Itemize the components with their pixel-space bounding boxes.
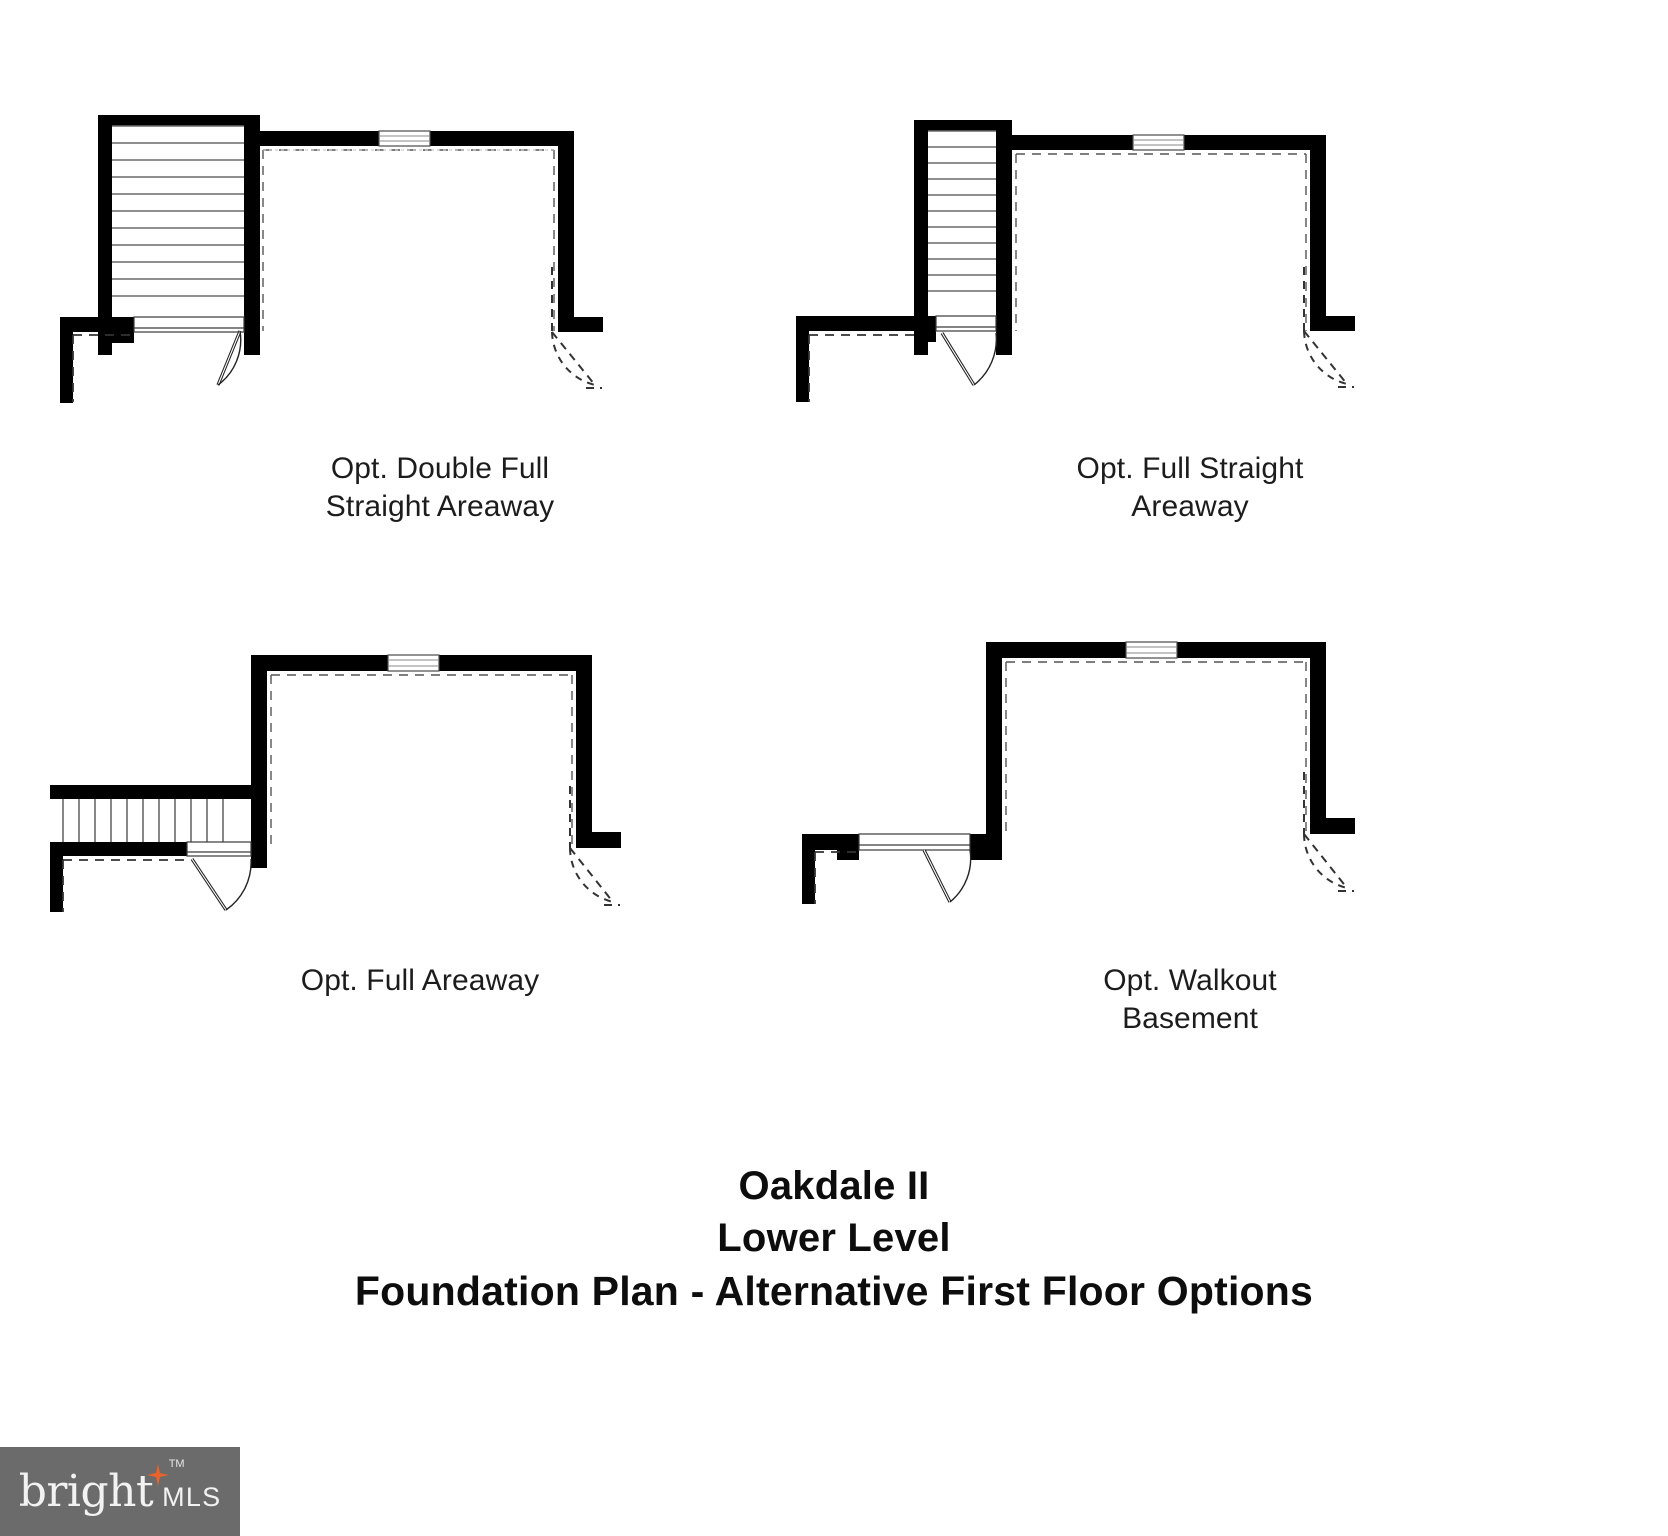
walls-2 — [796, 120, 1355, 402]
watermark-suffix: MLS — [162, 1481, 222, 1512]
plan-opt-double-full-straight-areaway: Opt. Double Full Straight Areaway — [40, 95, 840, 565]
interior-dashed-outline-2 — [1015, 153, 1307, 331]
plan-opt-walkout-basement: Opt. Walkout Basement — [790, 600, 1590, 1070]
interior-dashed-outline-1 — [262, 149, 555, 331]
areaway-dashed-2 — [808, 334, 914, 402]
dashed-door-swing-3 — [569, 786, 620, 906]
plan-opt-full-straight-areaway: Opt. Full Straight Areaway — [790, 95, 1590, 565]
exterior-door-4 — [858, 833, 972, 903]
walls-3 — [50, 655, 621, 912]
dashed-door-swing-1 — [551, 267, 602, 389]
plan-drawing-1 — [60, 115, 603, 403]
plan-caption-1: Opt. Double Full Straight Areaway — [40, 450, 840, 527]
stair-treads-1 — [112, 125, 244, 297]
watermark-inner: bright MLS TM — [18, 1458, 222, 1517]
plan-caption-2-line1: Opt. Full Straight — [1076, 452, 1304, 485]
plan-caption-1-line2: Straight Areaway — [325, 490, 555, 524]
bright-mls-watermark: bright MLS TM — [0, 1447, 240, 1536]
plan-caption-4-line1: Opt. Walkout — [1103, 964, 1277, 997]
window-3 — [387, 654, 440, 672]
plan-caption-4-line2: Basement — [1122, 1002, 1258, 1036]
dashed-door-swing-2 — [1303, 267, 1354, 388]
window-2 — [1132, 134, 1185, 151]
exterior-door-2 — [935, 315, 998, 386]
title-level: Lower Level — [717, 1216, 951, 1260]
plan-drawing-2 — [796, 120, 1355, 402]
exterior-door-1 — [133, 316, 245, 386]
watermark-trademark: TM — [168, 1457, 185, 1470]
stair-treads-3 — [62, 799, 224, 842]
window-4 — [1125, 641, 1178, 659]
plan-caption-2-line2: Areaway — [1131, 490, 1249, 524]
star-icon — [146, 1463, 169, 1486]
stair-treads-2 — [928, 130, 996, 292]
title-block: Oakdale II Lower Level Foundation Plan -… — [0, 1160, 1668, 1318]
plan-drawing-4 — [802, 641, 1355, 904]
window-1 — [378, 130, 431, 147]
plan-caption-4: Opt. Walkout Basement — [790, 962, 1590, 1039]
areaway-dashed-3 — [62, 859, 187, 912]
title-model-name: Oakdale II — [738, 1164, 930, 1208]
plan-opt-full-areaway: Opt. Full Areaway — [20, 610, 820, 1080]
interior-dashed-outline-3 — [270, 674, 573, 848]
interior-dashed-outline-4 — [1005, 661, 1307, 834]
plan-caption-1-line1: Opt. Double Full — [330, 452, 550, 485]
watermark-brand: bright — [18, 1465, 154, 1517]
plan-drawing-3 — [50, 654, 621, 912]
areaway-dashed-1 — [72, 334, 134, 402]
walls-1 — [60, 115, 603, 403]
exterior-door-3 — [186, 841, 252, 911]
plan-grid: Opt. Double Full Straight Areaway — [20, 95, 1590, 1080]
plan-caption-3: Opt. Full Areaway — [20, 962, 820, 1000]
plan-caption-3-line1: Opt. Full Areaway — [300, 964, 540, 997]
dashed-door-swing-4 — [1303, 772, 1354, 892]
walls-4 — [802, 642, 1355, 904]
plan-caption-2: Opt. Full Straight Areaway — [790, 450, 1590, 527]
areaway-dashed-4 — [814, 851, 859, 904]
title-plan-description: Foundation Plan - Alternative First Floo… — [354, 1268, 1314, 1314]
